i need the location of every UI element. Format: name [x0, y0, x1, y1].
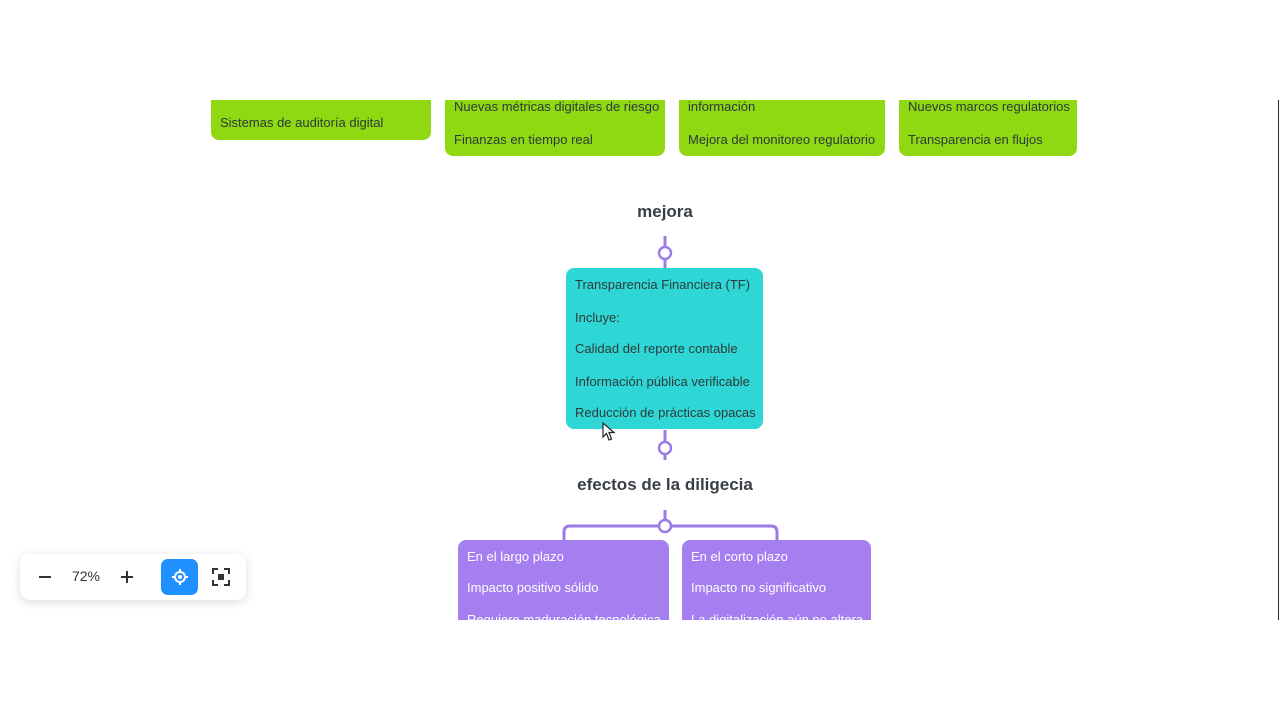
zoom-toolbar: 72%: [20, 554, 246, 600]
zoom-in-button[interactable]: [109, 559, 145, 595]
canvas-edge: [1278, 100, 1279, 620]
mouse-cursor-icon: [602, 422, 616, 441]
node-monitoreo-regulatorio[interactable]: información Mejora del monitoreo regulat…: [679, 100, 885, 156]
relation-label-mejora[interactable]: mejora: [637, 202, 693, 221]
center-view-button[interactable]: [161, 559, 198, 595]
node-line: Incluye:: [575, 310, 620, 325]
zoom-out-button[interactable]: [27, 559, 63, 595]
node-line: La digitalización aún no altera: [691, 612, 864, 620]
node-line: Impacto no significativo: [691, 580, 827, 595]
node-marcos-regulatorios[interactable]: Nuevos marcos regulatorios Transparencia…: [899, 100, 1077, 156]
node-sistemas-auditoria[interactable]: Sistemas de auditoría digital: [211, 100, 431, 140]
locate-icon: [171, 569, 188, 585]
node-nuevas-metricas[interactable]: Nuevas métricas digitales de riesgo Fina…: [445, 100, 665, 156]
node-title: En el corto plazo: [691, 549, 788, 564]
zoom-level[interactable]: 72%: [71, 568, 101, 584]
node-line: Transparencia en flujos: [908, 132, 1043, 147]
minus-icon: [39, 576, 51, 578]
node-line: Nuevos marcos regulatorios: [908, 100, 1070, 114]
node-line: Calidad del reporte contable: [575, 341, 738, 356]
node-line: Requiere maduración tecnológica: [467, 612, 661, 620]
node-line: Nuevas métricas digitales de riesgo: [454, 100, 660, 114]
node-line: Reducción de prácticas opacas: [575, 405, 756, 420]
node-line: información: [688, 100, 756, 114]
connector-handle-branch: [657, 518, 673, 534]
fit-screen-icon: [212, 568, 230, 586]
plus-icon: [121, 571, 133, 583]
relation-label-efectos[interactable]: efectos de la diligecia: [577, 475, 753, 494]
node-line: Mejora del monitoreo regulatorio: [688, 132, 876, 147]
node-line: Impacto positivo sólido: [467, 580, 599, 595]
connector-handle-top: [657, 245, 673, 261]
connector-lines: [562, 236, 779, 540]
mindmap-canvas[interactable]: Sistemas de auditoría digital Nuevas mét…: [0, 100, 1280, 620]
node-line: Información pública verificable: [575, 374, 750, 389]
node-line: Finanzas en tiempo real: [454, 132, 593, 147]
node-largo-plazo[interactable]: En el largo plazo Impacto positivo sólid…: [458, 540, 669, 620]
node-title: En el largo plazo: [467, 549, 564, 564]
fit-screen-button[interactable]: [203, 559, 239, 595]
node-corto-plazo[interactable]: En el corto plazo Impacto no significati…: [682, 540, 871, 620]
node-transparencia-financiera[interactable]: Transparencia Financiera (TF) Incluye: C…: [566, 268, 763, 429]
node-line: Sistemas de auditoría digital: [220, 115, 384, 130]
connector-handle-bottom: [657, 440, 673, 456]
node-title: Transparencia Financiera (TF): [575, 277, 751, 292]
